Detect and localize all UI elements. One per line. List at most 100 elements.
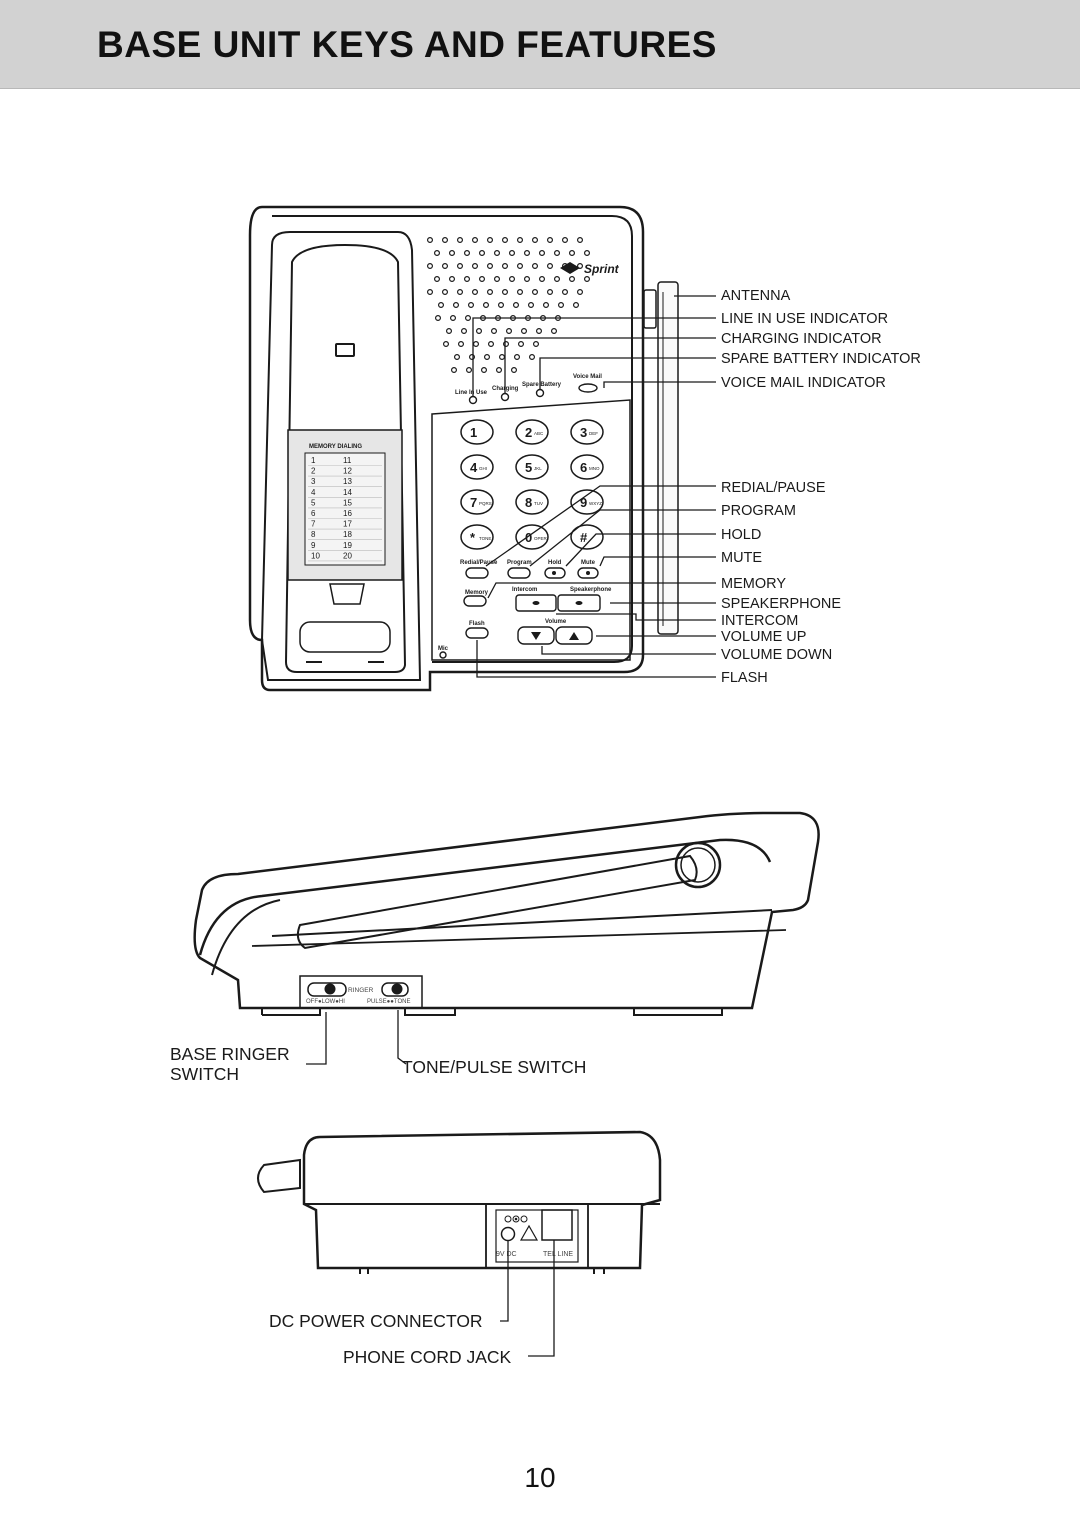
grille-hole [561, 289, 568, 296]
grille-hole [479, 250, 486, 257]
grille-hole [488, 341, 495, 348]
grille-hole [457, 237, 464, 244]
memory-slot-number: 14 [343, 488, 352, 497]
grille-hole [516, 263, 523, 270]
mic-hole [439, 651, 447, 659]
grille-hole [450, 315, 457, 322]
grille-hole [434, 250, 441, 257]
grille-hole [583, 250, 590, 257]
grille-hole [520, 328, 527, 335]
hold-key-label: Hold [548, 560, 562, 566]
tel-line-label: TEL LINE [543, 1251, 573, 1258]
grille-hole [481, 367, 488, 374]
voice-mail-led [578, 383, 598, 393]
grille-hole [527, 302, 534, 309]
program-button [507, 567, 531, 579]
keypad-letters: TUV [534, 501, 543, 506]
mic-label: Mic [438, 646, 449, 652]
keypad-letters: TONE [479, 536, 491, 541]
grille-hole [546, 263, 553, 270]
side-view-leader-lines [306, 1010, 407, 1065]
keypad-letters: GHI [479, 466, 487, 471]
grille-hole [458, 341, 465, 348]
grille-hole [457, 289, 464, 296]
grille-hole [464, 276, 471, 283]
grille-hole [451, 367, 458, 374]
ringer-switch-label: RINGER [348, 987, 374, 994]
hold-button [544, 567, 566, 579]
keypad-digit: # [580, 530, 588, 545]
keypad-letters: OPER [534, 536, 548, 541]
memory-slot-number: 7 [311, 520, 316, 529]
keypad-key [515, 454, 549, 480]
grille-hole [466, 367, 473, 374]
grille-hole [438, 302, 445, 309]
grille-hole [498, 302, 505, 309]
memory-slot-number: 12 [343, 467, 352, 476]
callout-label: INTERCOM [721, 613, 798, 629]
keypad-letters: WXYZ [589, 501, 602, 506]
handset [284, 243, 407, 673]
memory-button [463, 595, 487, 607]
speakerphone-button [557, 594, 601, 612]
rear-view-leader-lines [500, 1240, 555, 1357]
redial-pause-button [465, 567, 489, 579]
callout-label: FLASH [721, 670, 768, 686]
speakerphone-key-label: Speakerphone [570, 587, 612, 593]
keypad-panel [431, 399, 631, 661]
memory-slot-number: 9 [311, 541, 316, 550]
tone-pulse-callout: TONE/PULSE SWITCH [402, 1057, 586, 1077]
callout-label: VOLUME DOWN [721, 647, 832, 663]
tone-pulse-switch [381, 982, 409, 997]
grille-hole [487, 263, 494, 270]
mute-button [577, 567, 599, 579]
keypad-letters: PQRS [479, 501, 492, 506]
keypad-digit: 2 [525, 425, 532, 440]
callout-label: MEMORY [721, 576, 786, 592]
base-ringer-callout-line2: SWITCH [170, 1064, 239, 1084]
grille-hole [435, 315, 442, 322]
line-in-use-label: Line In Use [455, 390, 488, 396]
dc-power-connector [500, 1226, 516, 1242]
grille-hole [469, 354, 476, 361]
side-view-diagram [193, 811, 820, 1016]
keypad-digit: 7 [470, 495, 477, 510]
keypad-key [515, 489, 549, 515]
grille-hole [523, 276, 530, 283]
grille-hole [557, 302, 564, 309]
ringer-switch [307, 982, 347, 997]
voice-mail-label: Voice Mail [573, 374, 602, 380]
speaker-grille [427, 237, 590, 374]
flash-button [465, 627, 489, 639]
intercom-button [515, 594, 557, 612]
callout-label: MUTE [721, 550, 762, 566]
memory-slot-number: 16 [343, 509, 352, 518]
grille-hole [531, 289, 538, 296]
switch-panel [299, 975, 423, 1009]
antenna [657, 281, 679, 635]
pulse-tone-label: PULSE●●TONE [367, 999, 410, 1005]
grille-hole [535, 328, 542, 335]
grille-hole [473, 341, 480, 348]
keypad-digit: 4 [470, 460, 478, 475]
dc-jack-label: 9V DC [496, 1251, 517, 1258]
base-ringer-callout-line1: BASE RINGER [170, 1044, 290, 1064]
grille-hole [576, 263, 583, 270]
grille-hole [523, 250, 530, 257]
side-body-outline [193, 811, 820, 1010]
intercom-key-label: Intercom [512, 587, 537, 593]
keypad-key [570, 489, 604, 515]
volume-key-label: Volume [545, 619, 567, 625]
grille-hole [465, 315, 472, 322]
grille-hole [502, 263, 509, 270]
grille-hole [532, 341, 539, 348]
grille-hole [427, 263, 434, 270]
grille-hole [472, 289, 479, 296]
grille-hole [494, 250, 501, 257]
grille-hole [516, 237, 523, 244]
keypad-key [570, 454, 604, 480]
rear-view-diagram [257, 1130, 662, 1274]
memory-slot-number: 13 [343, 477, 352, 486]
